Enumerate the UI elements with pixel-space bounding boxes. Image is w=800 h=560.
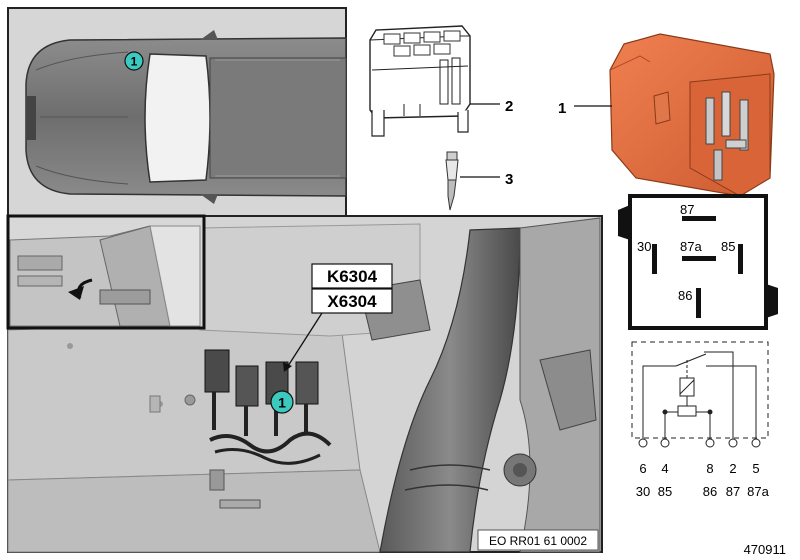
car-top-view-panel bbox=[7, 7, 347, 219]
schematic-terminal-number: 87 bbox=[726, 484, 740, 499]
connector-marker: 1 bbox=[270, 390, 294, 414]
pin-label-87a: 87a bbox=[680, 239, 702, 254]
schematic-pin-number: 2 bbox=[729, 461, 736, 476]
connector-housing-callout: 2 bbox=[505, 98, 513, 115]
schematic-pin-number: 4 bbox=[661, 461, 668, 476]
schematic-terminal-number: 85 bbox=[658, 484, 672, 499]
relay-connector-labels bbox=[311, 263, 393, 314]
pin-label-87: 87 bbox=[680, 202, 694, 217]
schematic-pin-number: 5 bbox=[752, 461, 759, 476]
connector-housing-drawing bbox=[369, 25, 471, 137]
relay-schematic bbox=[631, 341, 769, 448]
relay-drawing bbox=[609, 33, 775, 197]
car-top-marker: 1 bbox=[124, 51, 144, 71]
svg-text:1: 1 bbox=[131, 55, 138, 69]
schematic-pin-number: 8 bbox=[706, 461, 713, 476]
schematic-terminal-number: 86 bbox=[703, 484, 717, 499]
interior-inset bbox=[6, 214, 206, 330]
image-code: EO RR01 61 0002 bbox=[489, 534, 587, 548]
relay-pin-layout bbox=[618, 194, 778, 330]
contact-pin-drawing bbox=[445, 151, 459, 211]
svg-text:1: 1 bbox=[278, 395, 286, 411]
contact-callout: 3 bbox=[505, 171, 513, 188]
schematic-terminal-number: 87a bbox=[747, 484, 769, 499]
pin-label-85: 85 bbox=[721, 239, 735, 254]
relay-designation: K6304 bbox=[327, 267, 378, 286]
schematic-terminal-numbers: 30 85 86 87 87a bbox=[636, 484, 770, 499]
connector-designation: X6304 bbox=[327, 292, 377, 311]
pin-label-86: 86 bbox=[678, 288, 692, 303]
schematic-pin-numbers: 6 4 8 2 5 bbox=[639, 461, 759, 476]
schematic-terminal-number: 30 bbox=[636, 484, 650, 499]
figure-number: 470911 bbox=[744, 542, 786, 557]
schematic-pin-number: 6 bbox=[639, 461, 646, 476]
relay-callout: 1 bbox=[558, 100, 566, 117]
pin-label-30: 30 bbox=[637, 239, 651, 254]
